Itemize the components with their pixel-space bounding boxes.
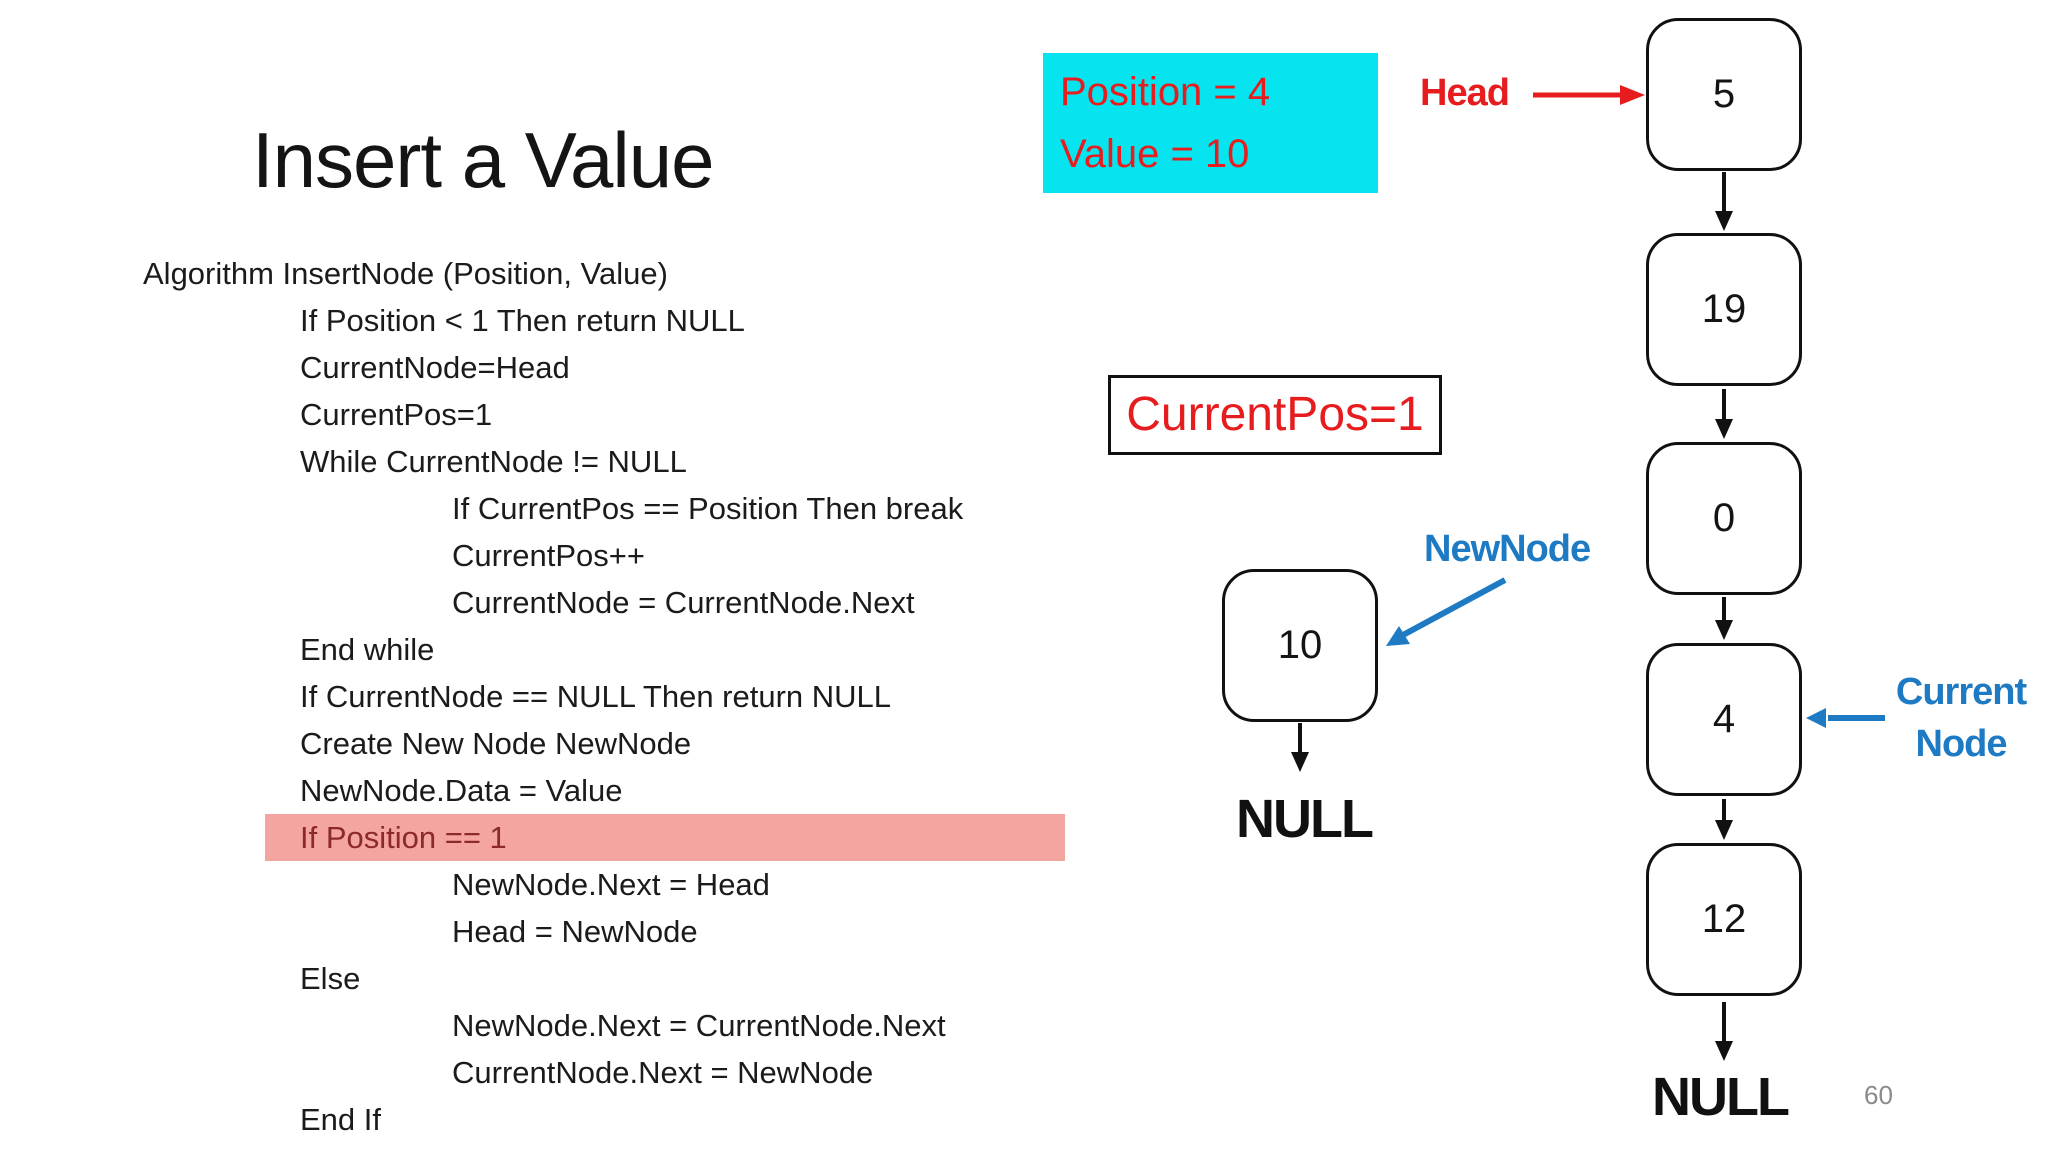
new-node-value: 10 xyxy=(1277,623,1323,667)
pseudocode-line: If CurrentPos == Position Then break xyxy=(452,491,964,526)
pseudocode-line: End while xyxy=(300,632,435,667)
current-node-label: Current Node xyxy=(1876,666,2046,770)
pseudocode-line: End If xyxy=(300,1102,381,1137)
list-null-text: NULL xyxy=(1652,1067,1790,1127)
pseudocode-line: If CurrentNode == NULL Then return NULL xyxy=(300,679,892,714)
pseudocode-line: NewNode.Next = Head xyxy=(452,867,770,902)
newnode-null-text: NULL xyxy=(1236,789,1374,849)
pseudocode-line: CurrentNode = CurrentNode.Next xyxy=(452,585,915,620)
head-arrow xyxy=(1533,85,1645,105)
list-node: 4 xyxy=(1646,643,1802,796)
slide-title: Insert a Value xyxy=(252,116,715,204)
next-pointer-arrow-3 xyxy=(1715,597,1733,640)
pseudocode-line: While CurrentNode != NULL xyxy=(300,444,687,479)
position-value-line1: Position = 4 xyxy=(1060,70,1271,114)
list-node-value: 19 xyxy=(1701,287,1747,331)
newnode-label: NewNode xyxy=(1424,528,1591,570)
new-node-box: 10 xyxy=(1222,569,1378,722)
list-node-value: 4 xyxy=(1712,697,1736,741)
position-value-line2: Value = 10 xyxy=(1060,132,1250,176)
current-node-arrow xyxy=(1806,708,1885,728)
pseudocode-line: NewNode.Data = Value xyxy=(300,773,623,808)
pseudocode-line: CurrentPos++ xyxy=(452,538,645,573)
list-node-value: 12 xyxy=(1701,897,1747,941)
pseudocode-line: Head = NewNode xyxy=(452,914,698,949)
currentpos-box: CurrentPos=1 xyxy=(1108,375,1442,455)
pseudocode-line: NewNode.Next = CurrentNode.Next xyxy=(452,1008,946,1043)
pseudocode-line: If Position < 1 Then return NULL xyxy=(300,303,745,338)
current-node-label-line2: Node xyxy=(1915,723,2008,765)
pseudocode-line: Else xyxy=(300,961,361,996)
pseudocode-block: Algorithm InsertNode (Position, Value) If… xyxy=(143,250,1123,1143)
list-node: 0 xyxy=(1646,442,1802,595)
newnode-null-arrow xyxy=(1291,723,1309,772)
list-node-value: 0 xyxy=(1712,496,1736,540)
next-pointer-arrow-2 xyxy=(1715,389,1733,439)
list-node-value: 5 xyxy=(1712,72,1736,116)
list-node: 5 xyxy=(1646,18,1802,171)
newnode-arrow xyxy=(1386,577,1507,646)
pseudocode-line: CurrentNode=Head xyxy=(300,350,570,385)
next-pointer-arrow-4 xyxy=(1715,799,1733,840)
next-pointer-arrow-null xyxy=(1715,1002,1733,1061)
pseudocode-line: Algorithm InsertNode (Position, Value) xyxy=(143,256,668,291)
pseudocode-line-highlighted: If Position == 1 xyxy=(265,814,1065,861)
list-node: 19 xyxy=(1646,233,1802,386)
pseudocode-line: CurrentPos=1 xyxy=(300,397,493,432)
next-pointer-arrow-1 xyxy=(1715,172,1733,231)
pseudocode-line: Create New Node NewNode xyxy=(300,726,692,761)
head-label: Head xyxy=(1420,72,1510,114)
pseudocode-line: CurrentNode.Next = NewNode xyxy=(452,1055,874,1090)
page-number: 60 xyxy=(1864,1080,1893,1110)
position-value-box: Position = 4 Value = 10 xyxy=(1043,53,1378,193)
list-node: 12 xyxy=(1646,843,1802,996)
current-node-label-line1: Current xyxy=(1895,671,2027,713)
